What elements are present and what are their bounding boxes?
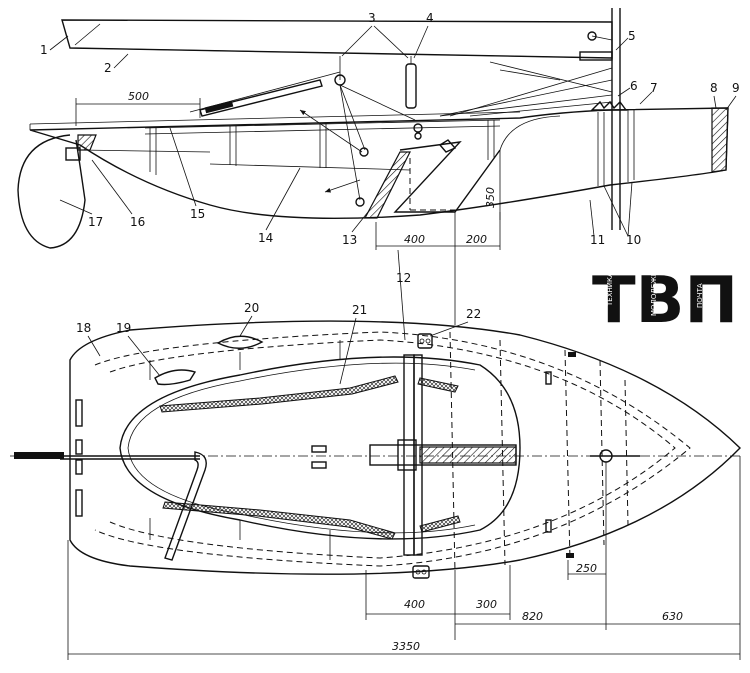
dim-820: 820 (522, 610, 543, 623)
callout-6: 6 (630, 79, 638, 93)
callout-4: 4 (426, 11, 434, 25)
callout-3: 3 (368, 11, 376, 25)
callout-18: 18 (76, 321, 91, 335)
callout-12: 12 (396, 271, 411, 285)
callout-20: 20 (244, 301, 259, 315)
dimensions: 500 350 400 200 250 400 300 820 630 3350 (128, 90, 683, 653)
callout-14: 14 (258, 231, 273, 245)
block-4 (405, 63, 417, 109)
callout-9: 9 (732, 81, 740, 95)
dim-350: 350 (484, 187, 497, 208)
dim-500: 500 (128, 90, 149, 103)
hull-plan (69, 320, 741, 575)
transom (711, 107, 729, 173)
hiking-strap-top (159, 375, 399, 413)
callout-2: 2 (104, 61, 112, 75)
callout-11: 11 (590, 233, 605, 247)
hiking-strap-bottom (162, 501, 396, 540)
logo-text: ТВП (592, 264, 738, 338)
centerboard-trunk (364, 151, 411, 219)
callout-5: 5 (628, 29, 636, 43)
mast-fitting (579, 51, 613, 61)
dim-630: 630 (662, 610, 683, 623)
callout-19: 19 (116, 321, 131, 335)
callout-7: 7 (650, 81, 658, 95)
mast-step (590, 100, 628, 111)
mast-pulley (587, 31, 597, 41)
dim-200: 200 (466, 233, 487, 246)
dim-300: 300 (476, 598, 497, 611)
tiller (199, 79, 323, 117)
callout-13: 13 (342, 233, 357, 247)
dim-3350: 3350 (392, 640, 420, 653)
logo-tvp: ТВП ТЕХНИКА МОЛОДЕЖИ ПОЧТА (592, 264, 738, 338)
dim-250: 250 (576, 562, 597, 575)
callout-8: 8 (710, 81, 718, 95)
callout-21: 21 (352, 303, 367, 317)
plan-view (10, 320, 741, 660)
callout-17: 17 (88, 215, 103, 229)
inspection-hatch (216, 335, 264, 349)
boom-sail (61, 19, 613, 59)
callout-10: 10 (626, 233, 641, 247)
rudder (17, 134, 86, 249)
side-view (17, 8, 729, 341)
hull-side (29, 107, 729, 220)
dim-400-plan: 400 (404, 598, 425, 611)
svg-text:МОЛОДЕЖИ: МОЛОДЕЖИ (650, 271, 658, 316)
dim-400-side: 400 (404, 233, 425, 246)
callout-22: 22 (466, 307, 481, 321)
callout-1: 1 (40, 43, 48, 57)
callout-16: 16 (130, 215, 145, 229)
centerboard-slot (419, 446, 517, 464)
svg-text:ПОЧТА: ПОЧТА (696, 283, 704, 308)
callouts: 1 2 3 4 5 6 7 8 9 10 11 12 13 14 15 16 1… (40, 11, 740, 335)
svg-text:ТЕХНИКА: ТЕХНИКА (606, 272, 614, 307)
callout-15: 15 (190, 207, 205, 221)
